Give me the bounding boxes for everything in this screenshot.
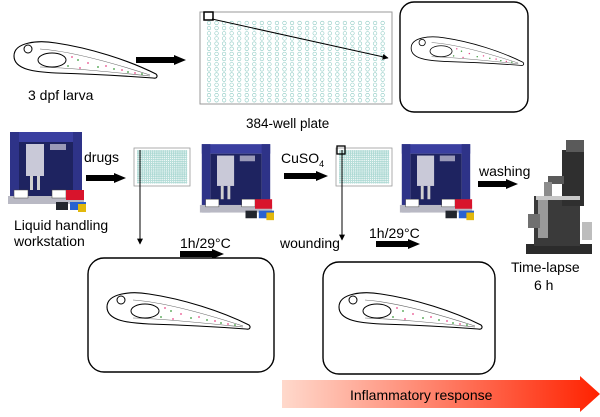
liquid-handling-label-line2: workstation [13,233,85,249]
timelapse-label-line1: Time-lapse [511,259,580,275]
timelapse-label-line2: 6 h [534,277,553,293]
liquid-handling-robot-icon [7,131,86,213]
inflammatory-response-arrow [282,376,600,412]
liquid-handling-label-line1: Liquid handling [14,217,108,233]
larva-label: 3 dpf larva [28,87,94,103]
block-arrow-larva-to-plate [136,55,186,65]
block-arrow-washing [478,179,518,189]
cuso4-label: CuSO4 [281,150,324,169]
larva-wound-box [322,261,496,375]
inflammatory-response-label: Inflammatory response [350,387,493,403]
larva-drug-box [87,257,275,373]
larva-well-zoom-box [399,1,529,113]
wounding-label: wounding [279,235,340,251]
zoom-line [211,18,389,60]
block-arrows [86,55,518,259]
zebrafish-larva-icon [13,41,158,79]
incubation-label-2: 1h/29°C [369,225,420,241]
selected-well-marker-2 [336,145,346,155]
plate-label: 384-well plate [246,116,329,131]
liquid-handling-robot-icon-3 [399,143,474,221]
drugs-label: drugs [84,149,119,165]
small-well-plate-1 [133,147,191,187]
liquid-handling-robot-icon-2 [199,143,274,221]
block-arrow-incubation-2 [376,239,420,249]
block-arrow-incubation-1 [180,249,224,259]
incubation-label-1: 1h/29°C [180,235,231,251]
selected-well-marker [203,11,214,21]
washing-label: washing [478,163,530,179]
block-arrow-cuso4 [284,171,328,181]
well-plate-icon [199,11,393,105]
block-arrow-drugs [86,173,126,183]
microscope-icon [526,140,592,254]
